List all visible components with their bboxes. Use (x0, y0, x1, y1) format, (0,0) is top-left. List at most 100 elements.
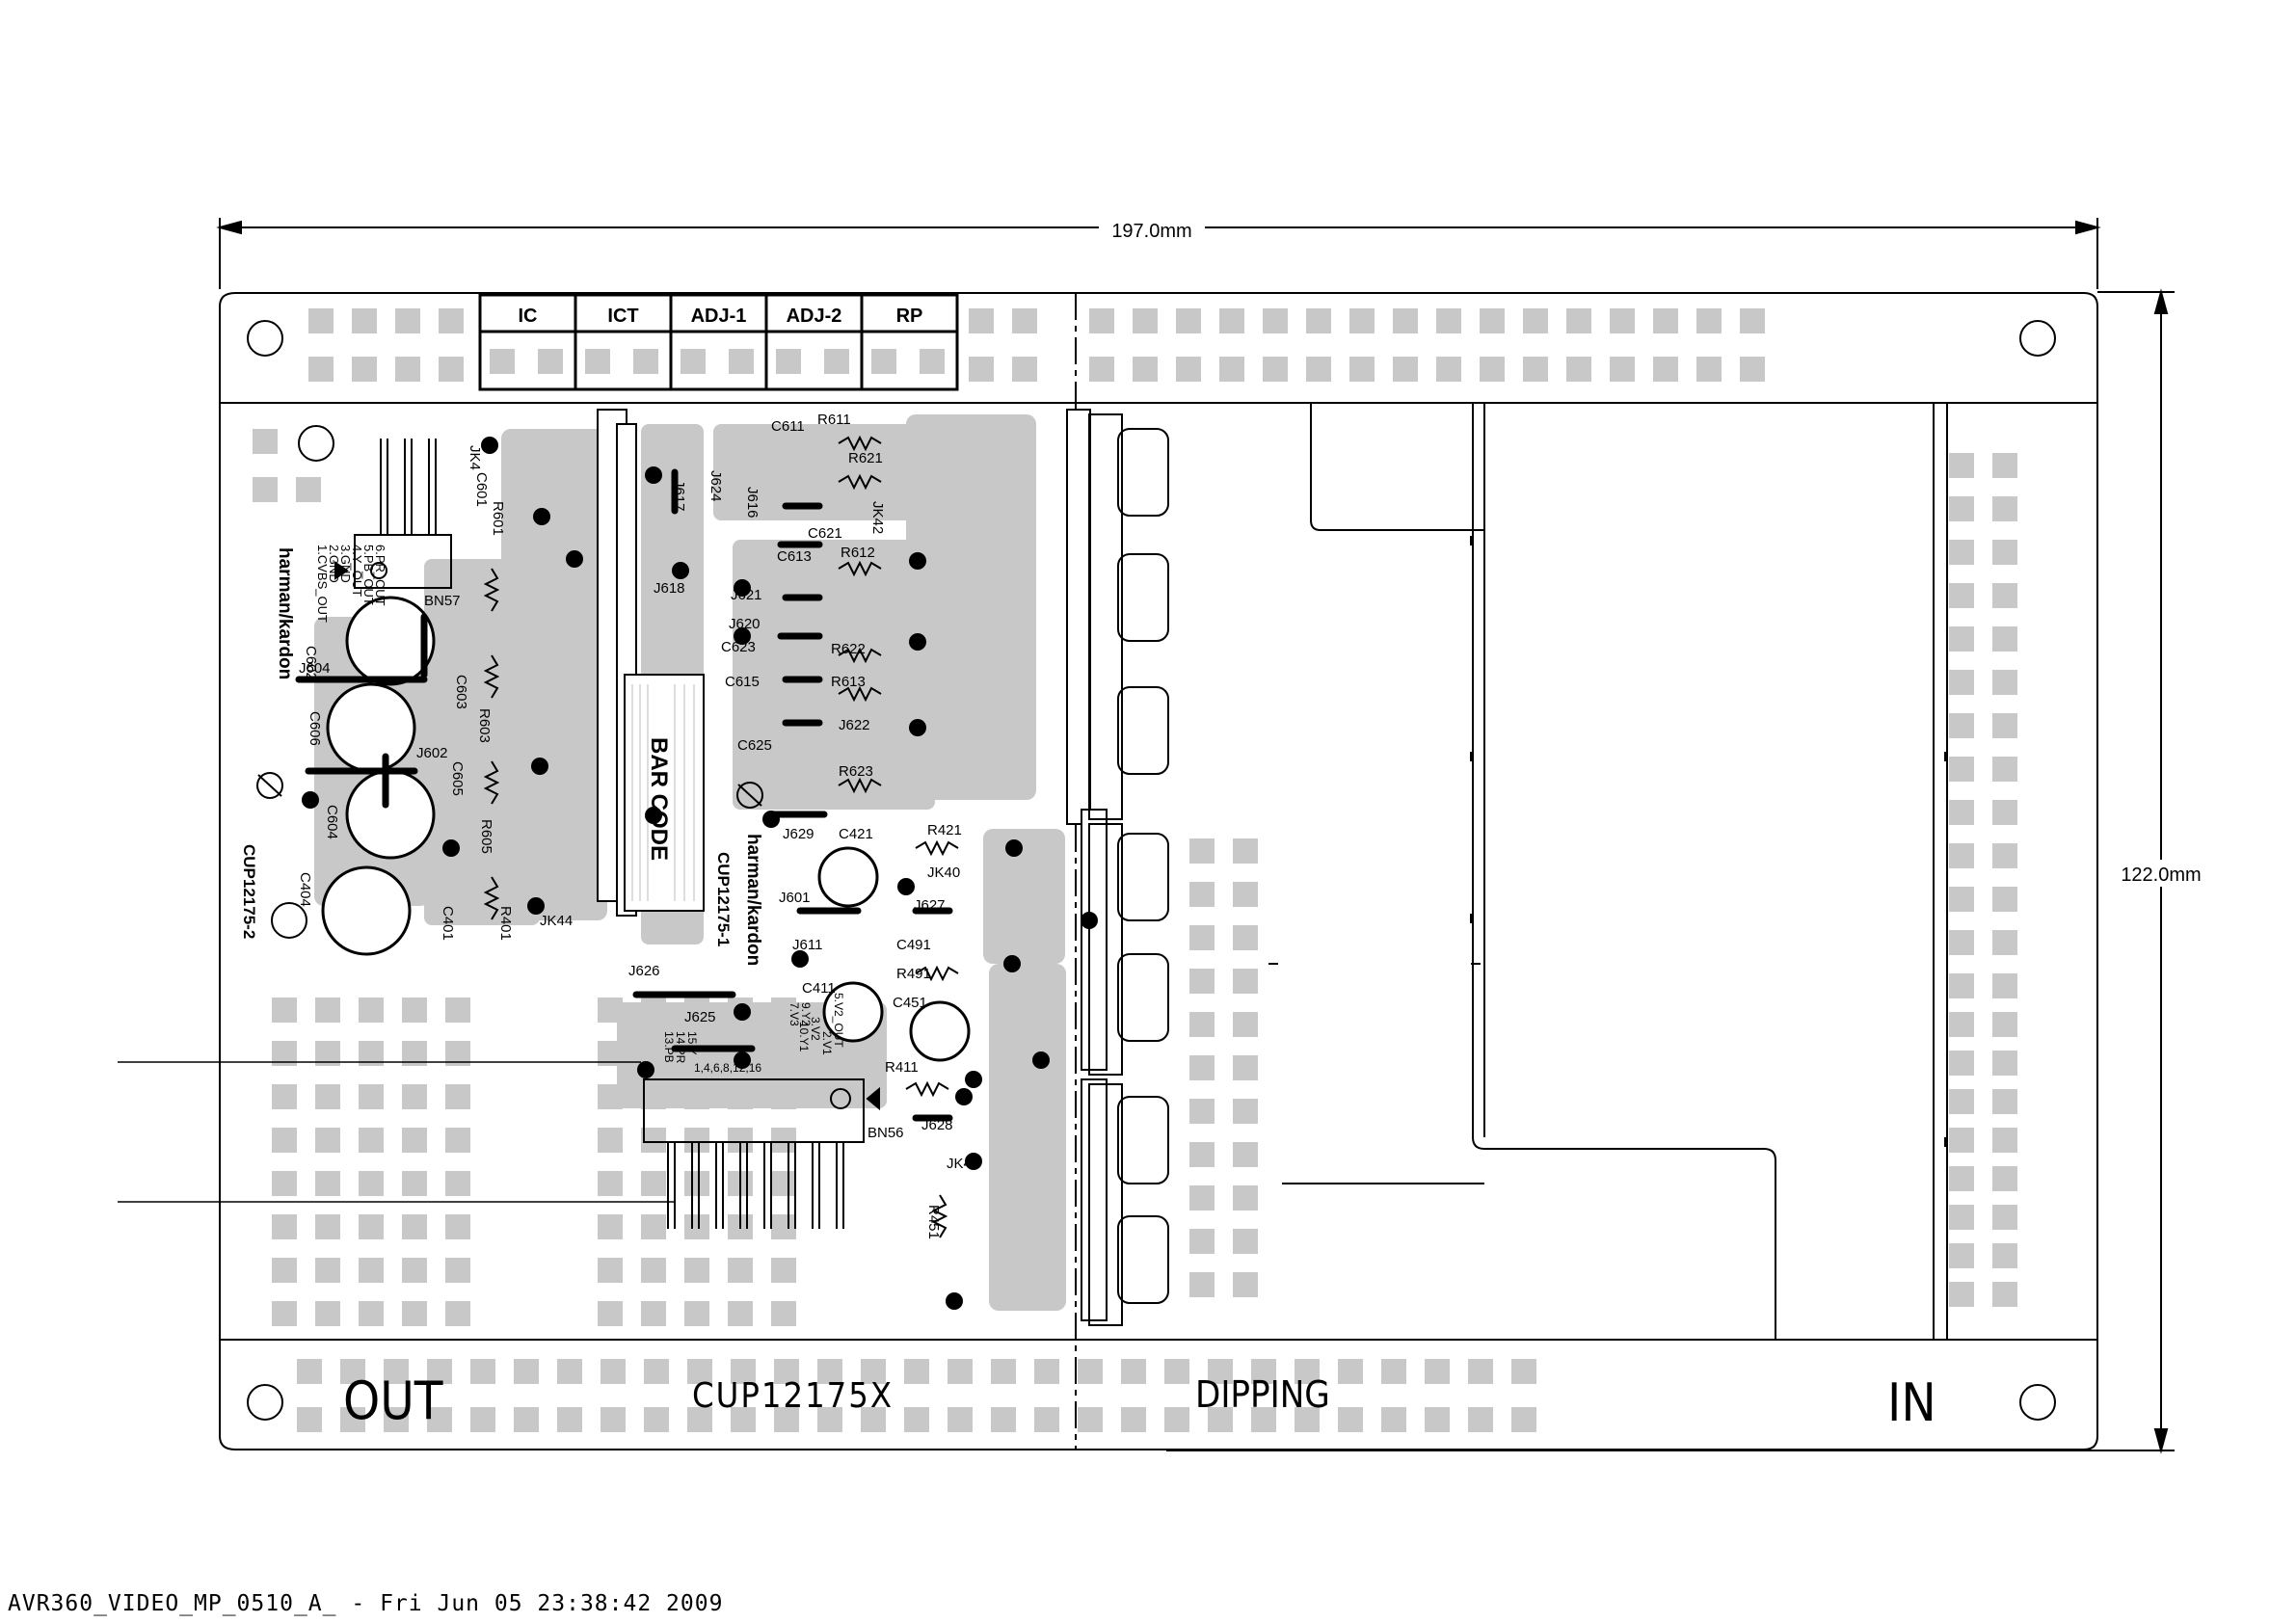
leader-lines (118, 1061, 675, 1203)
pad (774, 1359, 799, 1384)
pad (1992, 453, 2017, 478)
pad (445, 1258, 470, 1283)
pad (272, 998, 297, 1023)
rca-jacks (1088, 413, 1169, 1326)
pad (470, 1359, 495, 1384)
test-pad (729, 349, 754, 374)
pad (315, 1128, 340, 1153)
pad (1992, 626, 2017, 652)
pad (315, 1171, 340, 1196)
pad (1219, 357, 1244, 382)
pad (557, 1359, 582, 1384)
pad (1189, 969, 1215, 994)
bn57-pin-legend: 1.CVBS_OUT 2.GND 3.GND 4.Y_OUT 5.PB_OUT … (315, 545, 387, 623)
pad (1078, 1359, 1103, 1384)
pad (315, 1214, 340, 1239)
ref-j602: J602 (416, 745, 448, 761)
out-label: OUT (343, 1370, 443, 1431)
pad (1949, 887, 1974, 912)
pad (948, 1407, 973, 1432)
test-box-rp: RP (896, 306, 923, 327)
pad (297, 1407, 322, 1432)
pad (352, 357, 377, 382)
pad (1263, 308, 1288, 333)
pad (1992, 496, 2017, 521)
pad (1468, 1359, 1493, 1384)
pad (315, 1301, 340, 1326)
pad (1992, 1128, 2017, 1153)
bn57-pin-1: 1.CVBS_OUT (315, 545, 330, 623)
pad (427, 1407, 452, 1432)
pad (1992, 670, 2017, 695)
pad (315, 1258, 340, 1283)
via (527, 897, 545, 915)
pad (1219, 308, 1244, 333)
pad (272, 1084, 297, 1109)
pad (684, 1301, 709, 1326)
via (909, 719, 926, 736)
via (791, 950, 809, 968)
pad (1436, 308, 1461, 333)
ref-r621: R621 (848, 450, 883, 466)
pad (1992, 583, 2017, 608)
pad (1306, 308, 1331, 333)
pad (774, 1407, 799, 1432)
pad (731, 1407, 756, 1432)
pad (1992, 1012, 2017, 1037)
ref-c603: C603 (453, 675, 469, 709)
pad (684, 1258, 709, 1283)
pad (1949, 930, 1974, 955)
test-pad (776, 349, 801, 374)
width-dim-label-bg (1099, 216, 1205, 241)
right-panel-outlines (1282, 403, 1948, 1340)
ref-j621: J621 (731, 587, 762, 603)
pad (402, 1084, 427, 1109)
ref-r411: R411 (885, 1059, 919, 1076)
pad (1949, 713, 1974, 738)
pad (1436, 357, 1461, 382)
test-box-ic: IC (519, 306, 538, 327)
via (533, 508, 550, 525)
bn56-pin-13: 13.PB (662, 1031, 676, 1063)
pad (1233, 1142, 1258, 1167)
pad (359, 1258, 384, 1283)
pad (1233, 969, 1258, 994)
pad (1949, 1205, 1974, 1230)
via (955, 1088, 973, 1105)
pad (1992, 757, 2017, 782)
pad (352, 308, 377, 333)
pad (1949, 1282, 1974, 1307)
ref-r612: R612 (841, 545, 875, 561)
pad (1425, 1407, 1450, 1432)
pad (1189, 1185, 1215, 1211)
pad (728, 1258, 753, 1283)
bn56-header (643, 1078, 880, 1229)
pad (684, 1128, 709, 1153)
pad (340, 1359, 365, 1384)
pad (1189, 1142, 1215, 1167)
pad (1251, 1407, 1276, 1432)
pad (1208, 1407, 1233, 1432)
pad (359, 1084, 384, 1109)
pad (969, 308, 994, 333)
footer-separator: - (351, 1591, 366, 1616)
bn56-gnd-pins: 1,4,6,8,12,16 (694, 1061, 761, 1075)
pad (359, 1301, 384, 1326)
pad (1233, 1185, 1258, 1211)
pad (384, 1359, 409, 1384)
pad (687, 1407, 712, 1432)
pad (1233, 925, 1258, 950)
pad (1233, 1055, 1258, 1080)
pad (771, 1128, 796, 1153)
pad (598, 1128, 623, 1153)
dipping-label: DIPPING (1195, 1373, 1330, 1416)
via (909, 633, 926, 651)
ref-j604: J604 (299, 660, 331, 677)
pad (1511, 1407, 1536, 1432)
pad (1468, 1407, 1493, 1432)
pad (1012, 308, 1037, 333)
pad (684, 1214, 709, 1239)
test-pad (585, 349, 610, 374)
via (762, 811, 780, 828)
